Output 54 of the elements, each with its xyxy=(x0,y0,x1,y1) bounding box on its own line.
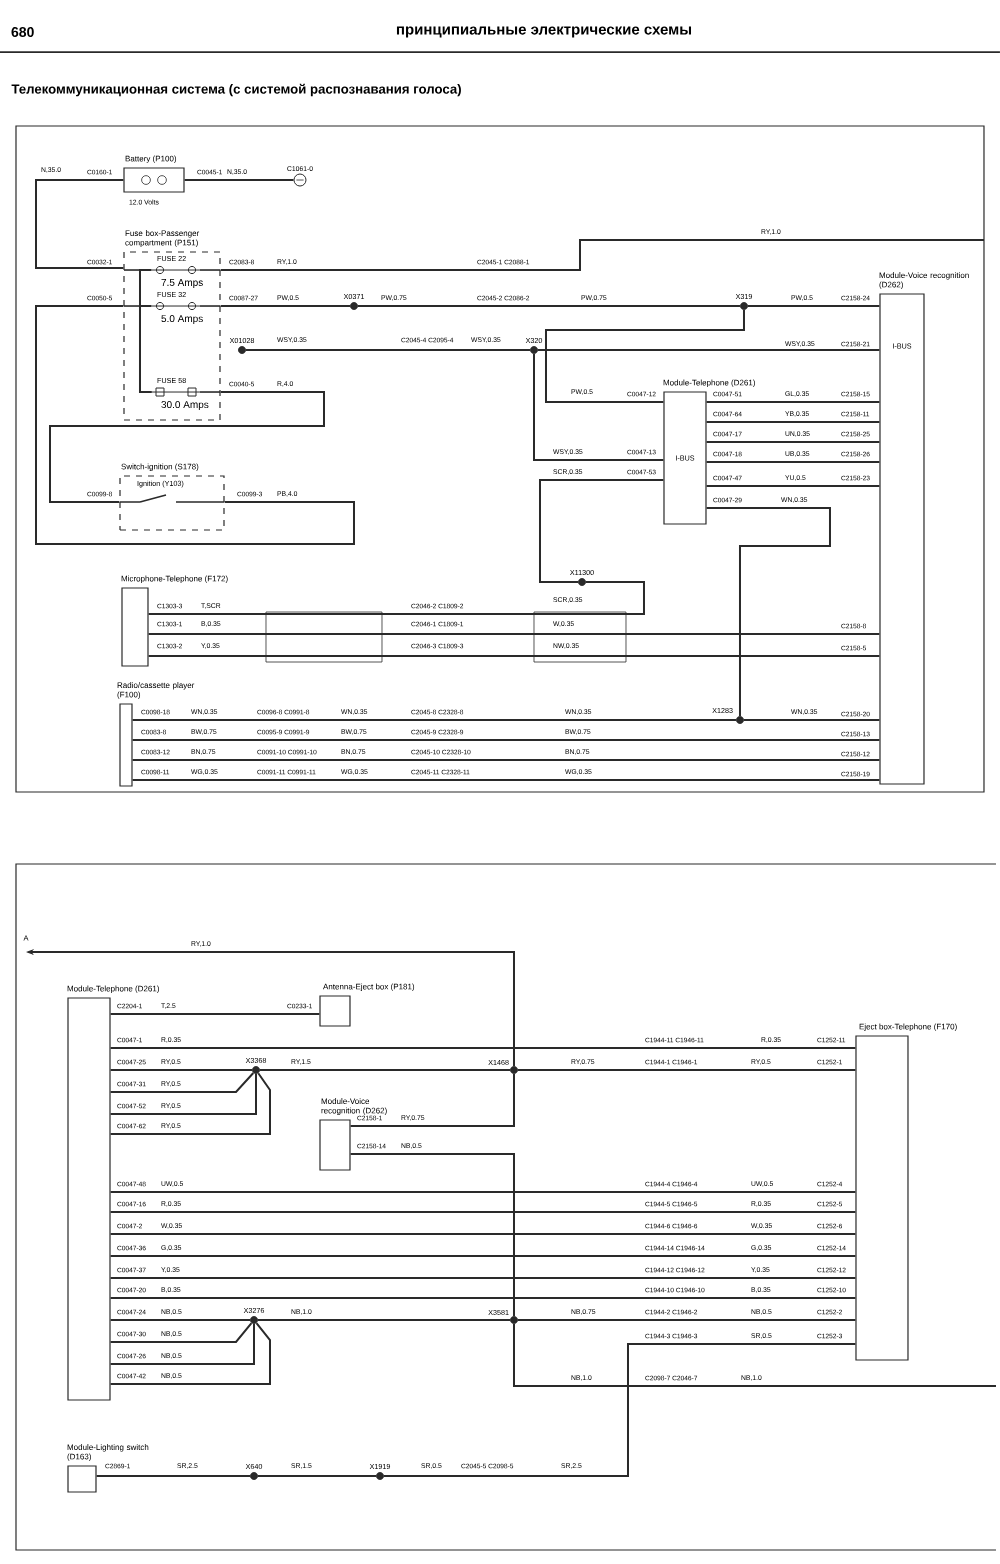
wire xyxy=(109,1071,255,1093)
wire xyxy=(147,581,645,615)
wire xyxy=(517,1069,857,1071)
wire xyxy=(705,401,881,403)
wire xyxy=(705,485,881,487)
wire xyxy=(35,305,355,545)
wire xyxy=(257,1319,511,1321)
wire xyxy=(349,1073,515,1127)
wire xyxy=(95,1475,251,1477)
wire xyxy=(545,309,745,403)
wire xyxy=(109,1255,857,1257)
wire xyxy=(49,391,325,503)
wire xyxy=(259,1069,511,1071)
wire xyxy=(139,305,153,393)
wire xyxy=(533,353,665,461)
wire xyxy=(131,739,881,741)
wire xyxy=(109,1319,251,1321)
wire xyxy=(131,759,881,761)
wire xyxy=(383,1343,857,1477)
wire xyxy=(743,719,881,721)
wire xyxy=(539,479,665,583)
wire xyxy=(747,305,881,307)
wire xyxy=(109,1191,857,1193)
wire xyxy=(109,1013,321,1015)
wire xyxy=(183,179,295,181)
wire xyxy=(705,507,831,717)
wire xyxy=(109,1323,255,1365)
wire xyxy=(109,1322,253,1343)
wire xyxy=(705,421,881,423)
wire xyxy=(537,349,881,351)
wire xyxy=(109,1047,857,1049)
wire xyxy=(109,1277,857,1279)
wire xyxy=(109,1211,857,1213)
wire xyxy=(257,1475,377,1477)
wire xyxy=(109,1073,257,1115)
wire xyxy=(219,239,985,271)
wire xyxy=(349,1153,515,1317)
wire xyxy=(147,655,881,657)
wire xyxy=(147,633,881,635)
wire xyxy=(35,179,125,269)
wire xyxy=(109,1233,857,1235)
wire xyxy=(517,1319,857,1321)
wire xyxy=(219,305,351,307)
wire xyxy=(357,305,741,307)
wire xyxy=(131,719,737,721)
wire xyxy=(109,1069,253,1071)
wire xyxy=(705,441,881,443)
wire xyxy=(705,461,881,463)
wire xyxy=(109,1072,271,1135)
wire xyxy=(109,1322,271,1385)
wire xyxy=(109,1297,857,1299)
wire xyxy=(131,779,881,781)
wire xyxy=(245,349,531,351)
wire xyxy=(513,1323,997,1387)
